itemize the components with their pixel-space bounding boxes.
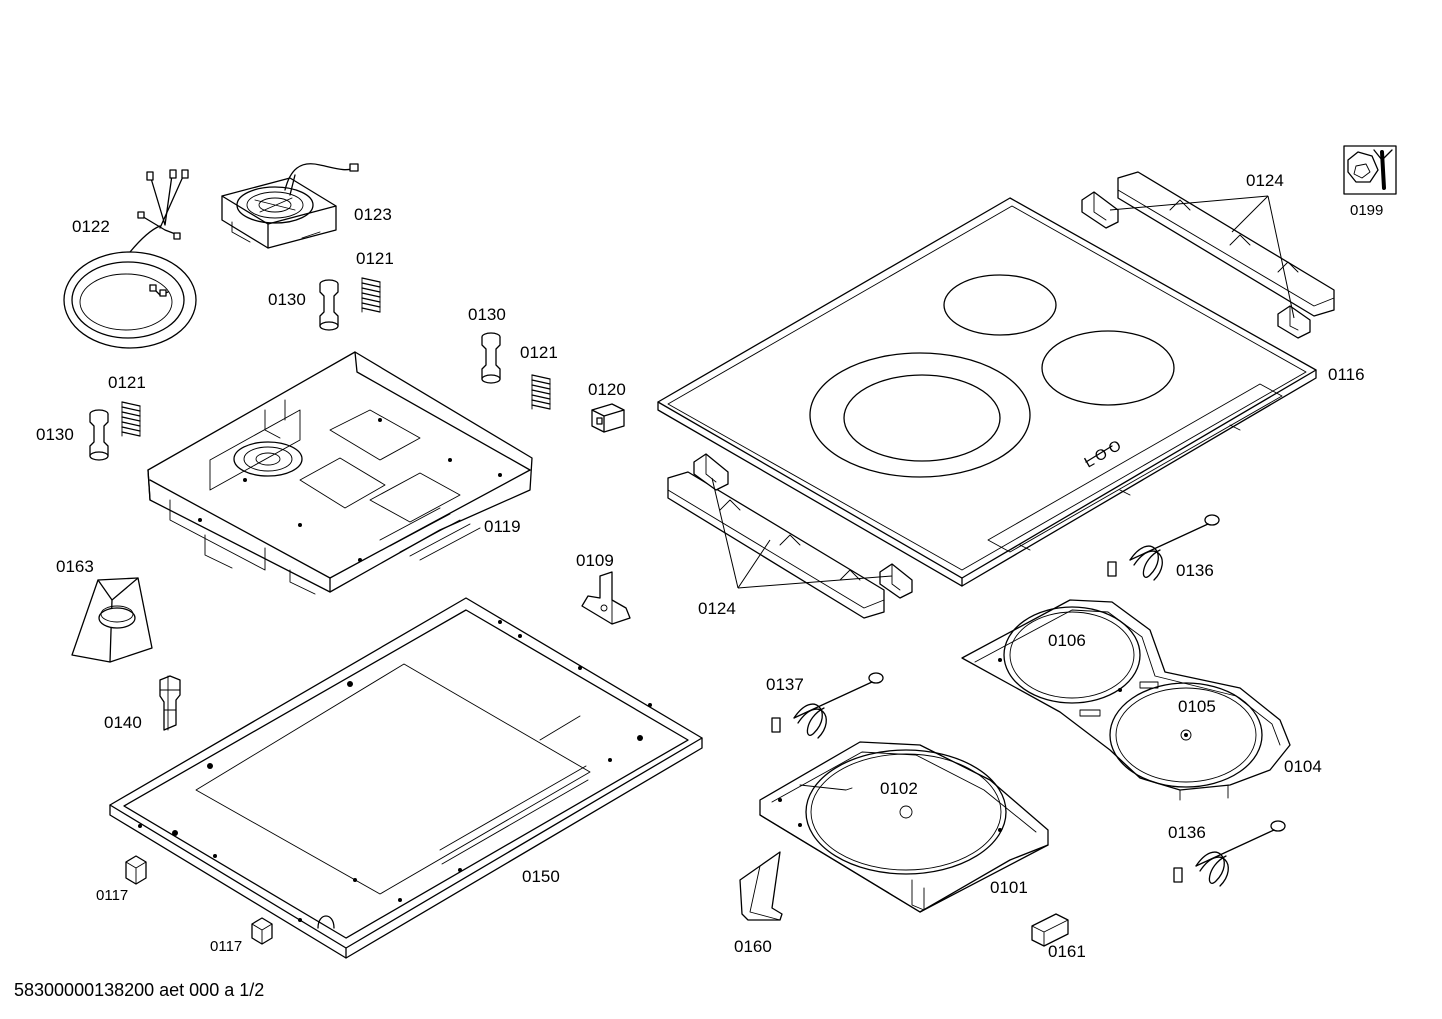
label-0104: 0104 (1284, 757, 1322, 776)
fastening-clip-part (159, 675, 181, 731)
label-0136-a: 0136 (1176, 561, 1214, 580)
grease-packet-part (71, 577, 153, 663)
spring-part-b (531, 374, 551, 410)
label-0130-b: 0130 (468, 305, 506, 324)
mounting-rail-part-b (667, 453, 913, 619)
label-0106: 0106 (1048, 631, 1086, 650)
glass-cooktop-part: L O O (657, 197, 1317, 587)
label-0122: 0122 (72, 217, 110, 236)
label-0105: 0105 (1178, 697, 1216, 716)
label-0116: 0116 (1328, 365, 1365, 384)
label-0124-top: 0124 (1246, 171, 1284, 190)
drawing-reference-number: 58300000138200 aet 000 a 1/2 (14, 980, 265, 1000)
mounting-bracket-part (581, 571, 631, 625)
label-0163: 0163 (56, 557, 94, 576)
leader-0124-top-c (1267, 195, 1295, 319)
label-0121-b: 0121 (520, 343, 558, 362)
label-0136-b: 0136 (1168, 823, 1206, 842)
leader-0124-top-b (1231, 195, 1269, 233)
carrier-frame-part (147, 351, 533, 595)
label-0117-b: 0117 (210, 938, 242, 955)
support-pin-part-c (89, 409, 109, 461)
shield-bracket-part (739, 851, 783, 921)
label-0109: 0109 (576, 551, 614, 570)
base-tray-part (109, 597, 703, 959)
foot-part-b (251, 917, 273, 945)
temperature-sensor-part-a (1107, 514, 1220, 581)
support-pin-part-b (481, 332, 501, 384)
label-0120: 0120 (588, 380, 626, 399)
temperature-sensor-part-c (771, 672, 884, 739)
label-0121-c: 0121 (108, 373, 146, 392)
label-0101: 0101 (990, 878, 1028, 897)
leader-0124-bottom-c (737, 575, 893, 589)
leader-0124-top-a (1109, 195, 1269, 211)
spring-part-a (361, 277, 381, 313)
leader-0124-bottom-a (711, 477, 739, 589)
support-pin-part-a (319, 279, 339, 331)
label-0117-a: 0117 (96, 887, 128, 904)
label-0124-bottom: 0124 (698, 599, 736, 618)
label-0119: 0119 (484, 517, 521, 536)
label-0130-c: 0130 (36, 425, 74, 444)
label-0161: 0161 (1048, 942, 1086, 961)
label-0150: 0150 (522, 867, 560, 886)
temperature-sensor-part-b (1173, 820, 1286, 887)
label-0130-a: 0130 (268, 290, 306, 309)
mounting-rail-part-a (1081, 171, 1335, 339)
foot-part-a (125, 855, 147, 885)
terminal-block-part (1031, 913, 1069, 947)
wrench-nut-icon (1343, 145, 1397, 195)
spring-part-c (121, 401, 141, 437)
coil-carrier-part (961, 599, 1291, 801)
cooling-fan-part (221, 163, 359, 249)
cable-harness-part (63, 169, 197, 349)
label-0121-a: 0121 (356, 249, 394, 268)
leader-0124-bottom-b (737, 539, 771, 589)
connector-block-part (591, 403, 625, 433)
label-0137: 0137 (766, 675, 804, 694)
label-0199: 0199 (1350, 202, 1383, 219)
label-0102: 0102 (880, 779, 918, 798)
label-0140: 0140 (104, 713, 142, 732)
coil-plate-part (759, 741, 1049, 913)
label-0160: 0160 (734, 937, 772, 956)
label-0123: 0123 (354, 205, 392, 224)
